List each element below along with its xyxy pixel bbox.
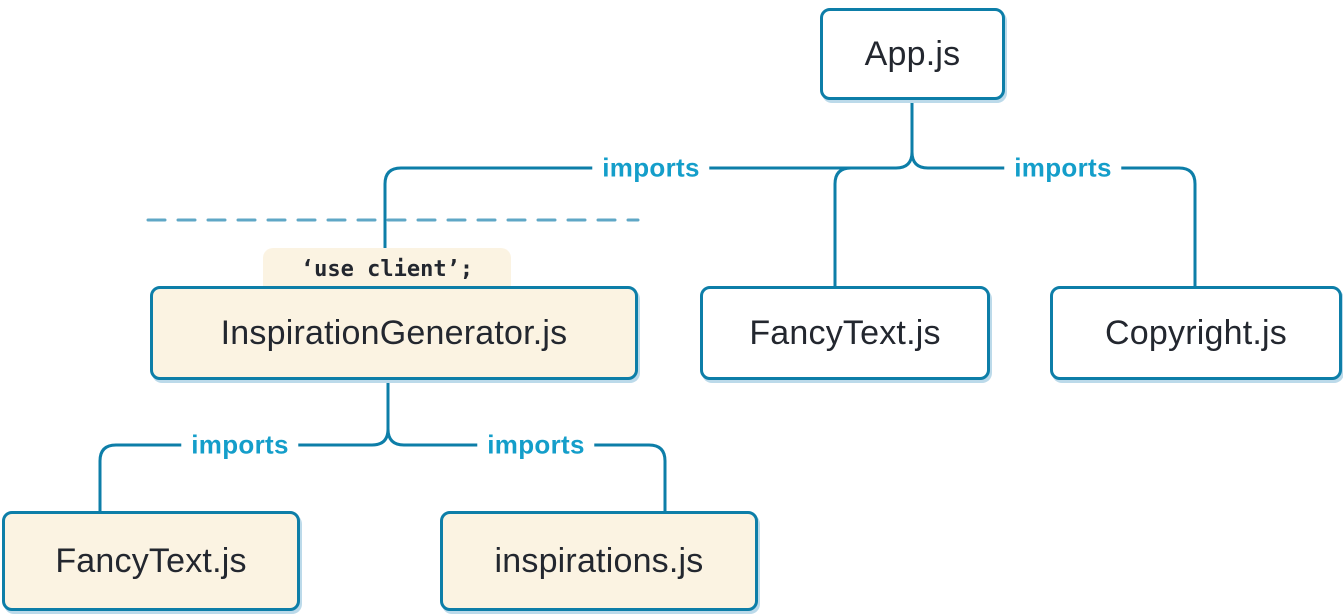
use-client-directive-text: ‘use client’; (300, 256, 474, 282)
node-copyright-js: Copyright.js (1050, 286, 1342, 380)
edge-label-imports-inspiration-generator-to-fancy-text: imports (181, 429, 299, 461)
node-app-js: App.js (820, 8, 1005, 100)
node-inspiration-generator-js-label: InspirationGenerator.js (220, 313, 568, 352)
node-fancy-text-js-top: FancyText.js (700, 286, 990, 380)
edge-app-to-fancy-text (833, 166, 853, 292)
node-fancy-text-js-top-label: FancyText.js (749, 313, 941, 352)
node-inspirations-js-label: inspirations.js (494, 541, 704, 580)
node-copyright-js-label: Copyright.js (1105, 313, 1287, 352)
edge-label-imports-inspiration-generator-to-inspirations: imports (477, 429, 595, 461)
node-inspirations-js: inspirations.js (440, 511, 758, 611)
edge-label-imports-app-to-inspiration-generator: imports (592, 152, 710, 184)
node-fancy-text-js-bottom-label: FancyText.js (55, 541, 247, 580)
edge-app-to-copyright (910, 98, 1197, 292)
edge-label-imports-app-to-copyright: imports (1004, 152, 1122, 184)
node-fancy-text-js-bottom: FancyText.js (2, 511, 300, 611)
node-inspiration-generator-js: InspirationGenerator.js (150, 286, 638, 380)
node-app-js-label: App.js (864, 34, 961, 73)
use-client-directive-badge: ‘use client’; (263, 248, 511, 290)
